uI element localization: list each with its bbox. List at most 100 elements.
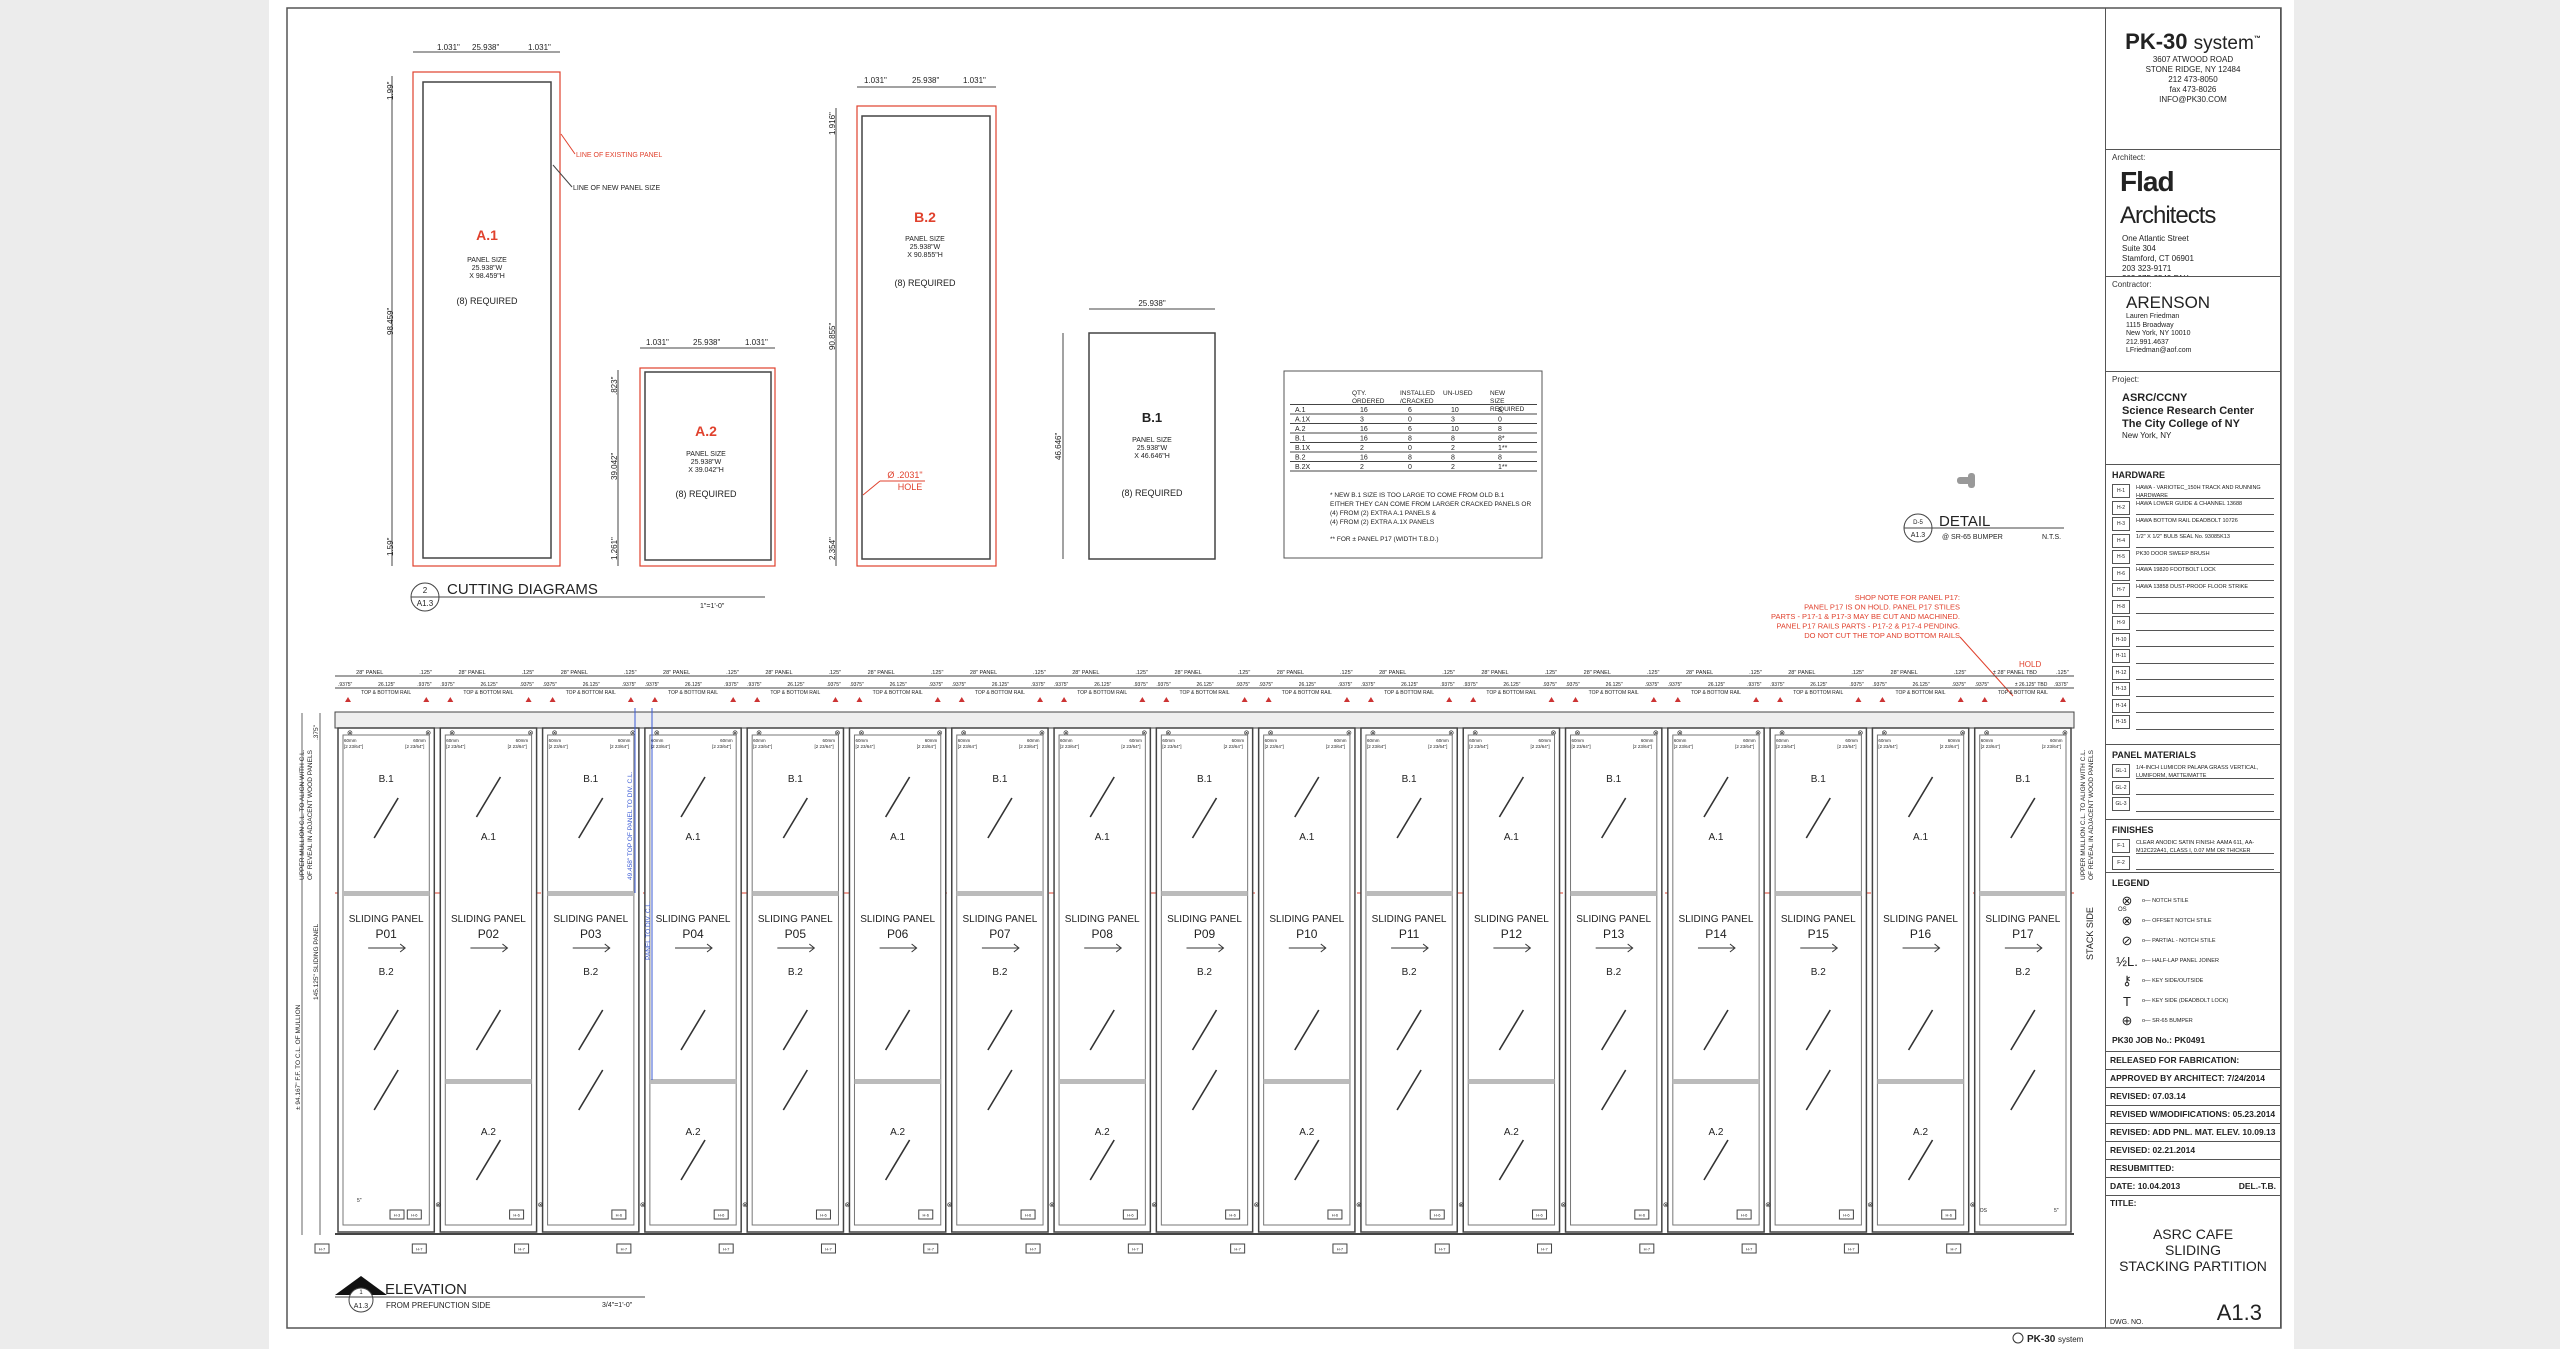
dim-label: 1.031" (528, 43, 551, 52)
panel-id: P12 (1501, 927, 1523, 941)
cutting-panel-b1: 25.938" 46.646" B.1 PANEL SIZE 25.938"W … (1054, 299, 1216, 560)
inch-dim: [2 23/64"] (508, 744, 527, 749)
spec-tag: F-1 (2112, 839, 2130, 854)
edge-dim: .9375" (1133, 682, 1148, 688)
panel-name: A.1 (476, 227, 498, 243)
spec-text (2136, 599, 2274, 615)
edge-dim: .9375" (645, 682, 660, 688)
hardware-tag: H-7 (621, 1247, 628, 1252)
bubble-number: 2 (423, 586, 428, 595)
notch-stile-icon: ⊗ (435, 1202, 441, 1209)
hanger-icon (1572, 697, 1579, 702)
address-line: 203 975-2549 FAX (2122, 274, 2274, 276)
glass-mark-icon (1498, 1139, 1525, 1181)
inch-dim: [2 23/64"] (814, 744, 833, 749)
shop-note-line: DO NOT CUT THE TOP AND BOTTOM RAILS (1804, 631, 1960, 640)
rail-dim: 26.125" (685, 682, 702, 688)
lower-panel-label: B.2 (1402, 967, 1417, 978)
rail-label: TOP & BOTTOM RAIL (1691, 690, 1741, 696)
panel-frame (1360, 727, 1458, 1233)
edge-dim: .9375" (747, 682, 762, 688)
dim-label: 25.938" (912, 76, 939, 85)
mm-dim: 60mm (1674, 738, 1687, 743)
edge-dim: .9375" (417, 682, 432, 688)
inch-dim: [2 23/64"] (610, 744, 629, 749)
mm-dim: 60mm (549, 738, 562, 743)
panel-divider (1263, 1079, 1350, 1084)
rail-label: TOP & BOTTOM RAIL (873, 690, 923, 696)
address-line: 212 473-8050 (2168, 75, 2218, 84)
dim-label: 2.354" (828, 537, 837, 560)
edge-dim: .9375" (1236, 682, 1251, 688)
edge-dim: .9375" (1770, 682, 1785, 688)
glass-mark-icon (1396, 797, 1422, 839)
legend-item: ⚷o— KEY SIDE/OUTSIDE (2112, 971, 2274, 991)
sliding-panel-p15: 28" PANEL.125".9375"26.125".9375"TOP & B… (1736, 670, 1868, 1254)
edge-dim: .9375" (338, 682, 353, 688)
notch-stile-icon: ⊗ (1575, 730, 1581, 737)
panel-frame (1257, 727, 1356, 1233)
dim-label: 25.938" (1138, 299, 1165, 308)
notch-stile-icon: ⊗ (1857, 730, 1863, 737)
hardware-tag: H-7 (825, 1247, 832, 1252)
table-note: EITHER THEY CAN COME FROM LARGER CRACKED… (1330, 501, 1531, 508)
drawing-number-row: DWG. NO.A1.3 (2106, 1298, 2280, 1328)
notch-stile-icon: ⊗ (1881, 730, 1887, 737)
legend-os: OS (2118, 907, 2127, 913)
panel-dim: 28" PANEL (1379, 670, 1406, 676)
panel-frame (1462, 727, 1561, 1233)
gap-dim: .125" (1545, 670, 1558, 676)
glass-mark-icon (1396, 1009, 1422, 1051)
hanger-icon (934, 697, 941, 702)
hanger-icon (627, 697, 634, 702)
scale-label: 1"=1'-0" (700, 603, 725, 610)
inch-dim: [2 23/64"] (1572, 744, 1591, 749)
sliding-panel-p12: 28" PANEL.125".9375"26.125".9375"TOP & B… (1429, 670, 1561, 1254)
hanger-icon (1367, 697, 1374, 702)
hardware-tag: H-6 (1536, 1213, 1543, 1218)
edge-dim: .9375" (1463, 682, 1478, 688)
title-line: SLIDING (2164, 1242, 2221, 1258)
mm-dim: 60mm (1436, 738, 1449, 743)
mm-dim: 60mm (1539, 738, 1552, 743)
spec-text (2136, 780, 2274, 796)
panel-glass (956, 734, 1044, 1226)
detail-bumper: D-5 A1.3 DETAIL @ SR-65 BUMPER N.T.S. (1903, 473, 2064, 543)
lower-panel-label: B.2 (583, 967, 598, 978)
architect-label: Architect: (2112, 153, 2146, 162)
lower-panel-label: A.2 (1913, 1127, 1928, 1138)
bubble-sheet: A1.3 (417, 599, 434, 608)
dim-label: 25.938" (693, 338, 720, 347)
rail-label: TOP & BOTTOM RAIL (1282, 690, 1332, 696)
table-cell: 2 (1451, 445, 1455, 452)
finishes-heading: FINISHES (2112, 825, 2154, 835)
sliding-panel-label: SLIDING PANEL (1781, 914, 1856, 925)
hardware-tag: H-7 (1132, 1247, 1139, 1252)
glass-mark-icon (373, 1009, 399, 1051)
lower-panel-label: B.2 (788, 967, 803, 978)
table-cell: 6 (1408, 407, 1412, 414)
legend-item: ½L.o— HALF-LAP PANEL JOINER (2112, 951, 2274, 971)
inch-dim: [2 23/64"] (1326, 744, 1345, 749)
glass-mark-icon (1294, 1139, 1320, 1181)
rail-dim: 26.125" (1299, 682, 1316, 688)
glass-mark-icon (1907, 1009, 1934, 1051)
offset-label: OS (1980, 1208, 1988, 1214)
spec-text (2136, 698, 2274, 714)
revision-row: RELEASED FOR FABRICATION: (2106, 1052, 2280, 1070)
hanger-icon (1163, 697, 1170, 702)
inch-dim: [2 23/64"] (753, 744, 772, 749)
notch-stile-icon: ⊗ (834, 730, 840, 737)
required-count: (8) REQUIRED (894, 278, 956, 288)
pk30-logo: PK-30 system™ (2112, 29, 2274, 55)
hardware-tag: H-7 (723, 1247, 730, 1252)
panel-glass (1467, 734, 1556, 1226)
inch-dim: [2 23/64"] (549, 744, 568, 749)
drawn-by: DEL.-T.B. (2238, 1181, 2276, 1191)
inch-dim: [2 23/64"] (1531, 744, 1550, 749)
notch-stile-icon: ⊗ (961, 730, 967, 737)
hanger-icon (1037, 697, 1044, 702)
